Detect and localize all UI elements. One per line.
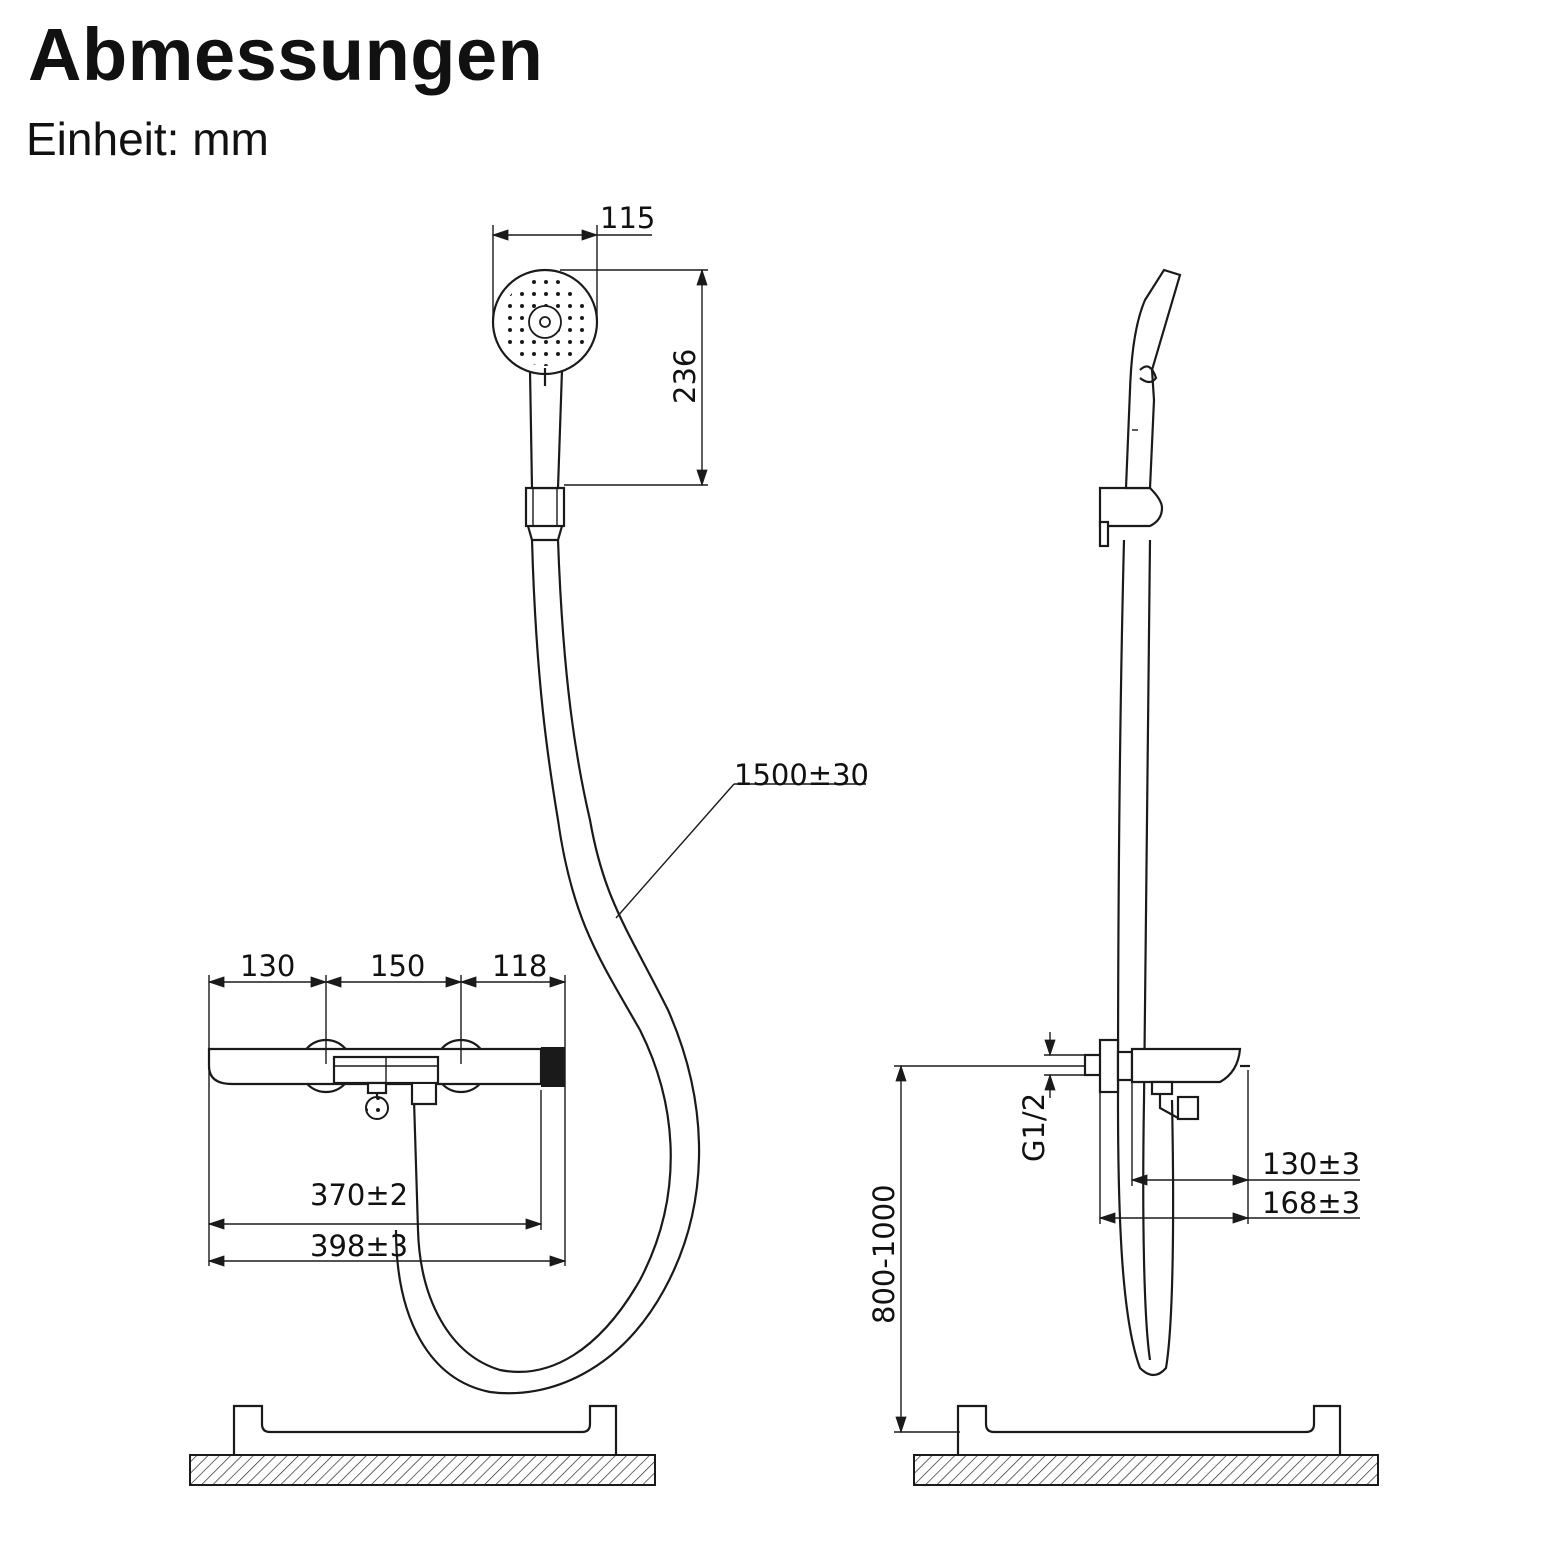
bathtub-side (956, 1404, 1342, 1455)
front-view: 115 236 1500±30 130 150 118 (189, 201, 869, 1486)
page-title: Abmessungen (28, 13, 544, 96)
dim-depth-total: 168±3 (1262, 1186, 1360, 1220)
floor-side (913, 1454, 1379, 1486)
dim-width-total: 398±3 (310, 1229, 408, 1263)
dim-seg-right: 118 (492, 949, 547, 983)
dim-hose-length: 1500±30 (734, 758, 869, 792)
unit-label: Einheit: mm (26, 113, 269, 165)
bathtub (232, 1404, 618, 1455)
dim-width-inner: 370±2 (310, 1178, 408, 1212)
dim-seg-left: 130 (240, 949, 295, 983)
dim-depth-inner: 130±3 (1262, 1147, 1360, 1181)
dim-head-width: 115 (600, 201, 655, 235)
dim-thread: G1/2 (1017, 1093, 1051, 1162)
side-view: G1/2 130±3 168±3 800-1000 (867, 268, 1379, 1486)
dim-mount-height: 800-1000 (867, 1184, 901, 1324)
dim-head-height: 236 (668, 349, 702, 404)
floor (189, 1454, 656, 1486)
hose (412, 539, 672, 1373)
dim-seg-mid: 150 (370, 949, 425, 983)
shower-head-side (1124, 268, 1182, 490)
